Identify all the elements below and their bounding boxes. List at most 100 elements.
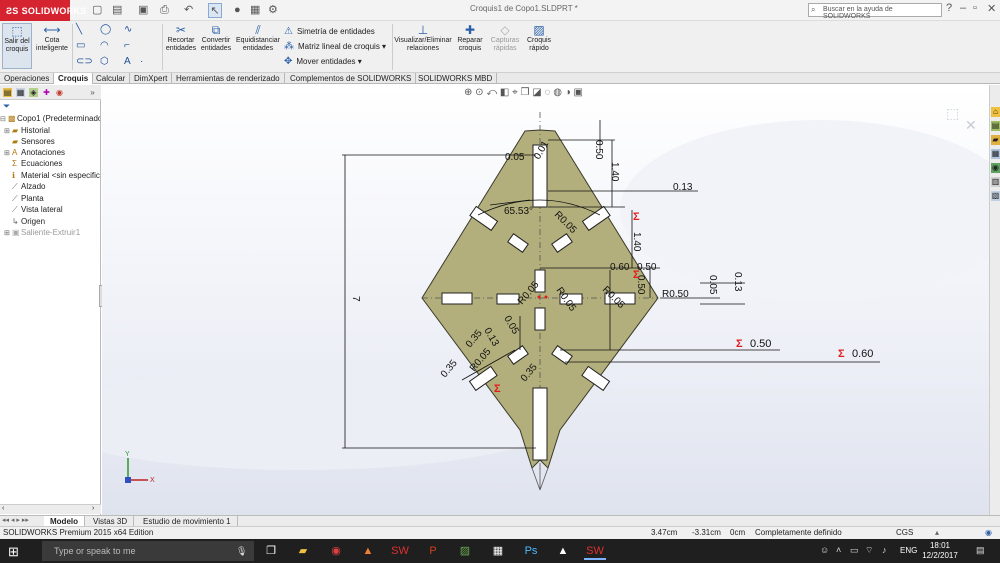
powerpoint-icon[interactable]: P — [429, 545, 437, 557]
rectangle-icon[interactable]: ▭ — [76, 40, 86, 51]
save-icon[interactable]: ▣ — [138, 4, 149, 16]
fillet-icon[interactable]: ⌐ — [124, 40, 130, 51]
photoshop-icon[interactable]: Ps — [524, 545, 538, 557]
tab-calcular[interactable]: Calcular — [92, 73, 131, 84]
slot-diag-lower-left[interactable] — [468, 365, 498, 392]
mirror-entities-button[interactable]: ⚠Simetría de entidades — [284, 26, 375, 37]
apply-scene-icon[interactable]: ◑ — [564, 87, 571, 98]
open-icon[interactable]: ▤ — [112, 4, 123, 16]
slot-inner-left[interactable] — [496, 293, 520, 305]
file-properties-icon[interactable]: ▦ — [250, 4, 261, 16]
linear-pattern-button[interactable]: ⁂Matriz lineal de croquis ▾ — [284, 41, 387, 52]
solidworks-taskbar-icon[interactable]: SW — [391, 545, 409, 557]
new-icon[interactable]: ▢ — [92, 4, 103, 16]
slot-diag-mid-right[interactable] — [551, 233, 573, 253]
repair-sketch-button[interactable]: ✚Reparar croquis — [454, 23, 486, 53]
options-icon[interactable]: ⚙ — [268, 4, 278, 16]
forum-icon[interactable]: ▧ — [991, 191, 1000, 201]
spline-icon[interactable]: ∿ — [124, 24, 133, 35]
slot-icon[interactable]: ⊂⊃ — [76, 56, 93, 67]
confirmation-corner[interactable]: ⬚ ✕ — [946, 106, 977, 134]
display-style-icon[interactable]: ◪ — [532, 87, 542, 98]
help-search-input[interactable]: ⌕Buscar en la ayuda de SOLIDWORKS — [808, 3, 942, 20]
unit-system[interactable]: CGS — [896, 528, 914, 537]
appearances-icon[interactable]: ◉ — [991, 163, 1000, 173]
rapid-sketch-button[interactable]: ▨Croquis rápido — [524, 23, 554, 53]
tree-item-historial[interactable]: ⊞▰Historial — [4, 126, 50, 135]
task-view-icon[interactable]: ❐ — [266, 545, 276, 557]
arc-icon[interactable]: ◠ — [100, 40, 109, 51]
view-palette-icon[interactable]: ▦ — [991, 149, 1000, 159]
graphics-area[interactable]: 0.50 0.05 0.01 1.40 0.13 65.53° R0.05 1.… — [102, 85, 990, 515]
polygon-icon[interactable]: ⬡ — [100, 56, 109, 67]
circle-icon[interactable]: ◯ — [100, 24, 112, 35]
slot-diag-lower-left-inner[interactable] — [507, 345, 529, 365]
solidworks-active-icon[interactable]: SW — [584, 542, 606, 560]
tab-mbd[interactable]: SOLIDWORKS MBD — [414, 73, 498, 84]
resources-icon[interactable]: ⌂ — [991, 107, 1000, 117]
cortana-search-input[interactable]: Type or speak to me🎙 — [42, 541, 254, 561]
tab-dimxpert[interactable]: DimXpert — [130, 73, 173, 84]
tree-item-alzado[interactable]: ⟋Alzado — [12, 182, 46, 191]
chrome-icon[interactable]: ◉ — [331, 545, 341, 557]
tree-item-saliente-extruir[interactable]: ⊞▣Saliente-Extruir1 — [4, 228, 81, 237]
photos-icon[interactable]: ▨ — [459, 545, 471, 557]
exit-sketch-button[interactable]: ⬚Salir del croquis — [2, 23, 32, 69]
hide-show-items-icon[interactable]: ◌ — [544, 87, 551, 98]
network-icon[interactable]: ⌔ — [865, 545, 874, 555]
point-icon[interactable]: · — [140, 56, 144, 67]
tab-operaciones[interactable]: Operaciones — [0, 73, 55, 84]
display-manager-tab-icon[interactable]: ◉ — [56, 88, 63, 97]
help-icon[interactable]: ? — [946, 2, 953, 14]
convert-entities-button[interactable]: ⧉Convertir entidades — [198, 23, 234, 53]
unit-dropdown-icon[interactable]: ▴ — [935, 528, 940, 537]
tab-complementos[interactable]: Complementos de SOLIDWORKS — [286, 73, 417, 84]
action-center-icon[interactable]: ▤ — [976, 545, 985, 555]
tab-croquis[interactable]: Croquis — [54, 73, 94, 84]
design-library-icon[interactable]: ▤ — [991, 121, 1000, 131]
slot-left[interactable] — [441, 292, 473, 305]
battery-icon[interactable]: ▭ — [850, 545, 859, 555]
section-view-icon[interactable]: ◧ — [499, 87, 510, 98]
help-balloon-icon[interactable]: ◉ — [985, 528, 992, 537]
dynamic-annotation-icon[interactable]: ⌖ — [512, 87, 518, 98]
input-language[interactable]: ENG — [900, 546, 918, 555]
undo-icon[interactable]: ↶ — [184, 4, 194, 16]
print-icon[interactable]: ⎙ — [160, 4, 169, 16]
filter-icon[interactable]: ⏷ — [3, 101, 11, 111]
featuremanager-tab-icon[interactable]: ▤ — [3, 88, 12, 97]
matlab-icon[interactable]: ▲ — [362, 545, 374, 557]
smart-dimension-button[interactable]: ⟷Cota inteligente — [34, 23, 70, 53]
slot-diag-upper-left[interactable] — [469, 205, 499, 232]
scroll-left-icon[interactable]: ‹ — [2, 505, 5, 512]
tab-herramientas-renderizado[interactable]: Herramientas de renderizado — [172, 73, 285, 84]
microphone-icon[interactable]: 🎙 — [236, 546, 248, 556]
people-icon[interactable]: ☺ — [820, 545, 830, 555]
configuration-tab-icon[interactable]: ◈ — [29, 88, 38, 97]
tree-scrollbar[interactable]: ‹ › — [0, 504, 101, 514]
display-relations-button[interactable]: ⊥Visualizar/Eliminar relaciones — [394, 23, 452, 52]
slot-inner-bottom[interactable] — [534, 307, 546, 331]
rebuild-icon[interactable]: ● — [234, 4, 241, 16]
windows-start-icon[interactable]: ⊞ — [8, 544, 19, 559]
slot-diag-mid-left[interactable] — [507, 233, 529, 253]
offset-entities-button[interactable]: ⫽Equidistanciar entidades — [236, 23, 280, 52]
expand-panel-icon[interactable]: » — [90, 88, 95, 97]
slot-diag-lower-right[interactable] — [581, 365, 611, 392]
edit-appearance-icon[interactable]: ◍ — [553, 87, 562, 98]
tree-item-origen[interactable]: ↳Origen — [12, 217, 46, 226]
select-icon[interactable]: ↖ — [208, 3, 222, 18]
close-button[interactable]: ✕ — [987, 3, 997, 15]
slot-top[interactable] — [532, 144, 548, 208]
text-icon[interactable]: A — [124, 56, 131, 67]
zoom-to-area-icon[interactable]: ⊙ — [475, 87, 484, 98]
line-icon[interactable]: ╲ — [76, 24, 83, 35]
slot-inner-top[interactable] — [534, 269, 546, 293]
calculator-icon[interactable]: ▦ — [492, 545, 504, 557]
view-orientation-icon[interactable]: ❒ — [520, 87, 530, 98]
tab-modelo[interactable]: Modelo — [44, 516, 85, 527]
